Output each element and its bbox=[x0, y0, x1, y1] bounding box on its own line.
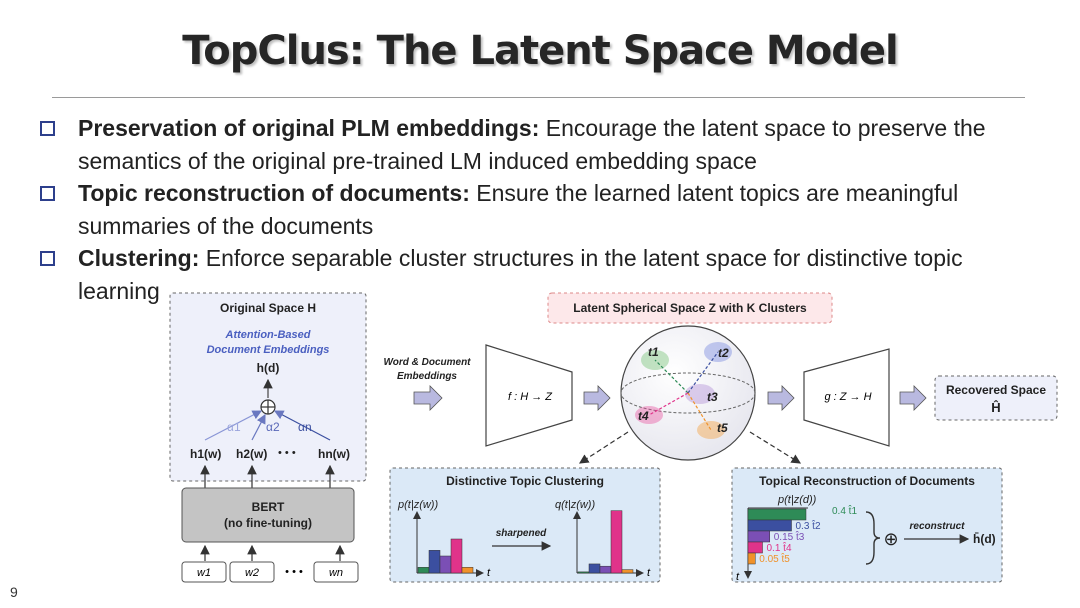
bar-value-label-t1: 0.4 t̂1 bbox=[832, 504, 857, 517]
latent-space-title: Latent Spherical Space Z with K Clusters bbox=[573, 301, 807, 315]
clustering-title: Distinctive Topic Clustering bbox=[446, 474, 604, 488]
reconstruction-title: Topical Reconstruction of Documents bbox=[759, 474, 975, 488]
word-embedding-2: h2(w) bbox=[236, 447, 267, 461]
bert-box: BERT (no fine-tuning) bbox=[181, 487, 355, 543]
p-distribution-label: p(t|z(w)) bbox=[397, 499, 438, 511]
topic-t3: t3 bbox=[707, 390, 718, 404]
bullet-heading: Preservation of original PLM embeddings: bbox=[78, 115, 540, 141]
bar-t1 bbox=[417, 567, 430, 574]
token-row: w1 w2 • • • wn bbox=[181, 561, 359, 583]
topic-t2: t2 bbox=[718, 346, 729, 360]
latent-sphere: t1 t2 t3 t4 t5 bbox=[620, 325, 756, 461]
checkbox-bullet-icon bbox=[40, 251, 55, 266]
attention-label-2: Document Embeddings bbox=[207, 344, 330, 356]
encoder-block: f : H → Z bbox=[485, 344, 573, 447]
bert-sublabel: (no fine-tuning) bbox=[224, 516, 312, 530]
topic-t1: t1 bbox=[648, 345, 659, 359]
bar-t4 bbox=[747, 541, 763, 554]
q-distribution-label: q(t|z(w)) bbox=[555, 499, 595, 511]
encoder-arrow-icon bbox=[583, 385, 611, 411]
p-document-label: p(t|z(d)) bbox=[777, 494, 817, 506]
original-space-panel: Original Space H Attention-Based Documen… bbox=[169, 292, 367, 482]
bullet-item-reconstruction: Topic reconstruction of documents: Ensur… bbox=[40, 177, 1040, 242]
bullet-item-clustering: Clustering: Enforce separable cluster st… bbox=[40, 242, 1040, 307]
bar-t2 bbox=[428, 550, 441, 574]
token-w1: w1 bbox=[197, 567, 211, 579]
recovered-space-label: Recovered Space bbox=[946, 383, 1046, 397]
bar-t3 bbox=[599, 565, 612, 574]
title-divider bbox=[52, 97, 1025, 98]
recovered-arrow-icon bbox=[899, 385, 927, 411]
checkbox-bullet-icon bbox=[40, 186, 55, 201]
bar-t3 bbox=[747, 530, 770, 543]
recovered-space-box: Recovered Space Ĥ bbox=[934, 375, 1058, 421]
bullet-text: Encourage the latent space to preserve t… bbox=[78, 115, 986, 174]
topic-t4: t4 bbox=[638, 409, 649, 423]
bar-t5 bbox=[621, 569, 634, 574]
input-label-2: Embeddings bbox=[397, 371, 457, 382]
oplus-icon bbox=[260, 399, 276, 415]
bar-t1 bbox=[747, 508, 807, 521]
bar-t2 bbox=[588, 563, 601, 574]
bullet-text: Enforce separable cluster structures in … bbox=[78, 245, 963, 304]
axis-t-label-1: t bbox=[487, 567, 491, 579]
alpha-1-label: α1 bbox=[227, 420, 241, 434]
checkbox-bullet-icon bbox=[40, 121, 55, 136]
bar-t5 bbox=[461, 567, 474, 574]
bullet-heading: Topic reconstruction of documents: bbox=[78, 180, 470, 206]
input-arrow-icon bbox=[413, 385, 443, 411]
bullet-text: Ensure the learned latent topics are mea… bbox=[78, 180, 959, 239]
page-number: 9 bbox=[10, 584, 18, 600]
decoder-label: g : Z → H bbox=[824, 391, 871, 403]
alpha-n-label: αn bbox=[298, 420, 312, 434]
sharpened-label: sharpened bbox=[496, 528, 547, 539]
embedding-dots: • • • bbox=[278, 447, 296, 459]
bullet-list: Preservation of original PLM embeddings:… bbox=[40, 112, 1040, 307]
bar-t1 bbox=[577, 571, 590, 574]
axis-t-label-2: t bbox=[647, 567, 651, 579]
bullet-heading: Clustering: bbox=[78, 245, 200, 271]
token-wn: wn bbox=[329, 567, 343, 579]
reconstructed-embedding: h̄(d) bbox=[973, 532, 996, 546]
reconstruct-label: reconstruct bbox=[909, 521, 965, 532]
decoder-block: g : Z → H bbox=[803, 348, 890, 447]
bert-label: BERT bbox=[252, 500, 285, 514]
doc-embedding-label: h(d) bbox=[257, 361, 280, 375]
clustering-panel: Distinctive Topic Clustering p(t|z(w)) q… bbox=[389, 467, 661, 583]
word-embedding-1: h1(w) bbox=[190, 447, 221, 461]
bar-value-label-t5: 0.05 t̂5 bbox=[759, 552, 790, 565]
recovered-space-symbol: Ĥ bbox=[991, 400, 1000, 415]
bar-t4 bbox=[450, 538, 463, 574]
bar-value-label-t4: 0.1 t̂4 bbox=[767, 541, 792, 554]
bar-t5 bbox=[747, 552, 756, 565]
encoder-label: f : H → Z bbox=[508, 391, 553, 403]
brace-icon bbox=[865, 511, 881, 565]
bar-value-label-t2: 0.3 t̂2 bbox=[796, 519, 821, 532]
attention-label-1: Attention-Based bbox=[225, 329, 311, 341]
original-space-title: Original Space H bbox=[220, 301, 316, 315]
bar-value-label-t3: 0.15 t̂3 bbox=[774, 530, 805, 543]
alpha-2-label: α2 bbox=[266, 420, 280, 434]
bar-t4 bbox=[610, 510, 623, 574]
word-embedding-n: hn(w) bbox=[318, 447, 350, 461]
decoder-in-arrow-icon bbox=[767, 385, 795, 411]
bar-t3 bbox=[439, 555, 452, 574]
reconstruction-panel: Topical Reconstruction of Documents p(t|… bbox=[731, 467, 1003, 583]
token-dots: • • • bbox=[285, 566, 303, 578]
latent-space-title-box: Latent Spherical Space Z with K Clusters bbox=[547, 292, 833, 324]
oplus-sum-icon: ⊕ bbox=[883, 529, 898, 549]
slide-title: TopClus: The Latent Space Model bbox=[182, 28, 898, 74]
bar-t2 bbox=[747, 519, 792, 532]
axis-t-label-3: t bbox=[736, 571, 740, 583]
input-label-1: Word & Document bbox=[383, 357, 471, 368]
topic-t5: t5 bbox=[717, 421, 728, 435]
token-w2: w2 bbox=[245, 567, 259, 579]
bullet-item-preservation: Preservation of original PLM embeddings:… bbox=[40, 112, 1040, 177]
